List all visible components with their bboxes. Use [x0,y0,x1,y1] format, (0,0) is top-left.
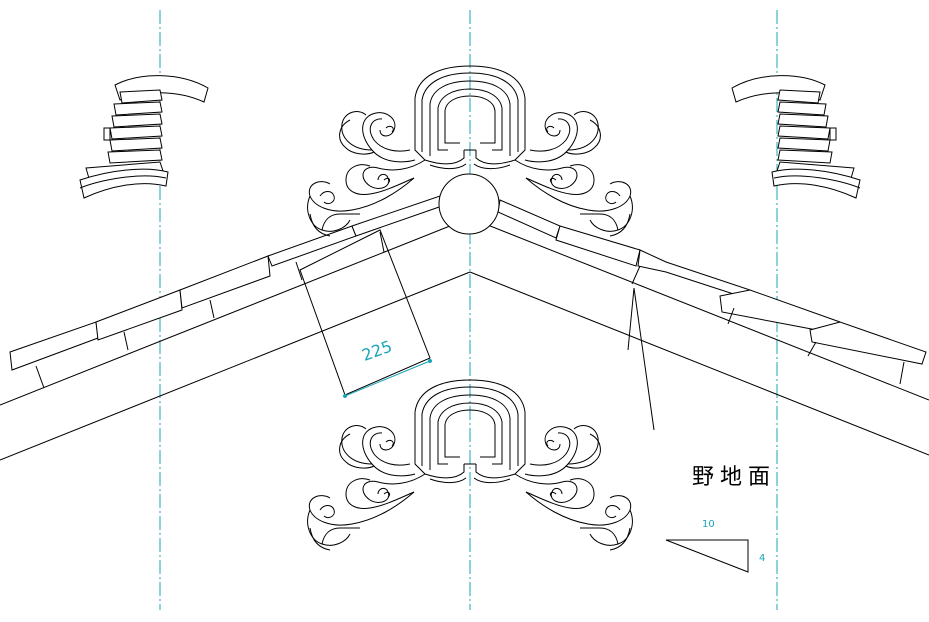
roof-slope-lines [0,217,929,461]
ridge-sphere [438,173,500,235]
dimension-label: 225 [359,337,394,365]
slope-rise-label: 4 [759,553,765,564]
right-roof-tiles [497,199,927,431]
surface-note: 野地面 [692,465,776,490]
slope-indicator: 10 4 [665,519,765,573]
slope-run-label: 10 [702,519,715,530]
tile-stack-left [79,75,209,199]
dimension-225: 225 [343,337,432,398]
tile-stack-right [731,75,861,199]
center-axis-lines [159,10,778,610]
left-roof-tiles [9,195,443,396]
